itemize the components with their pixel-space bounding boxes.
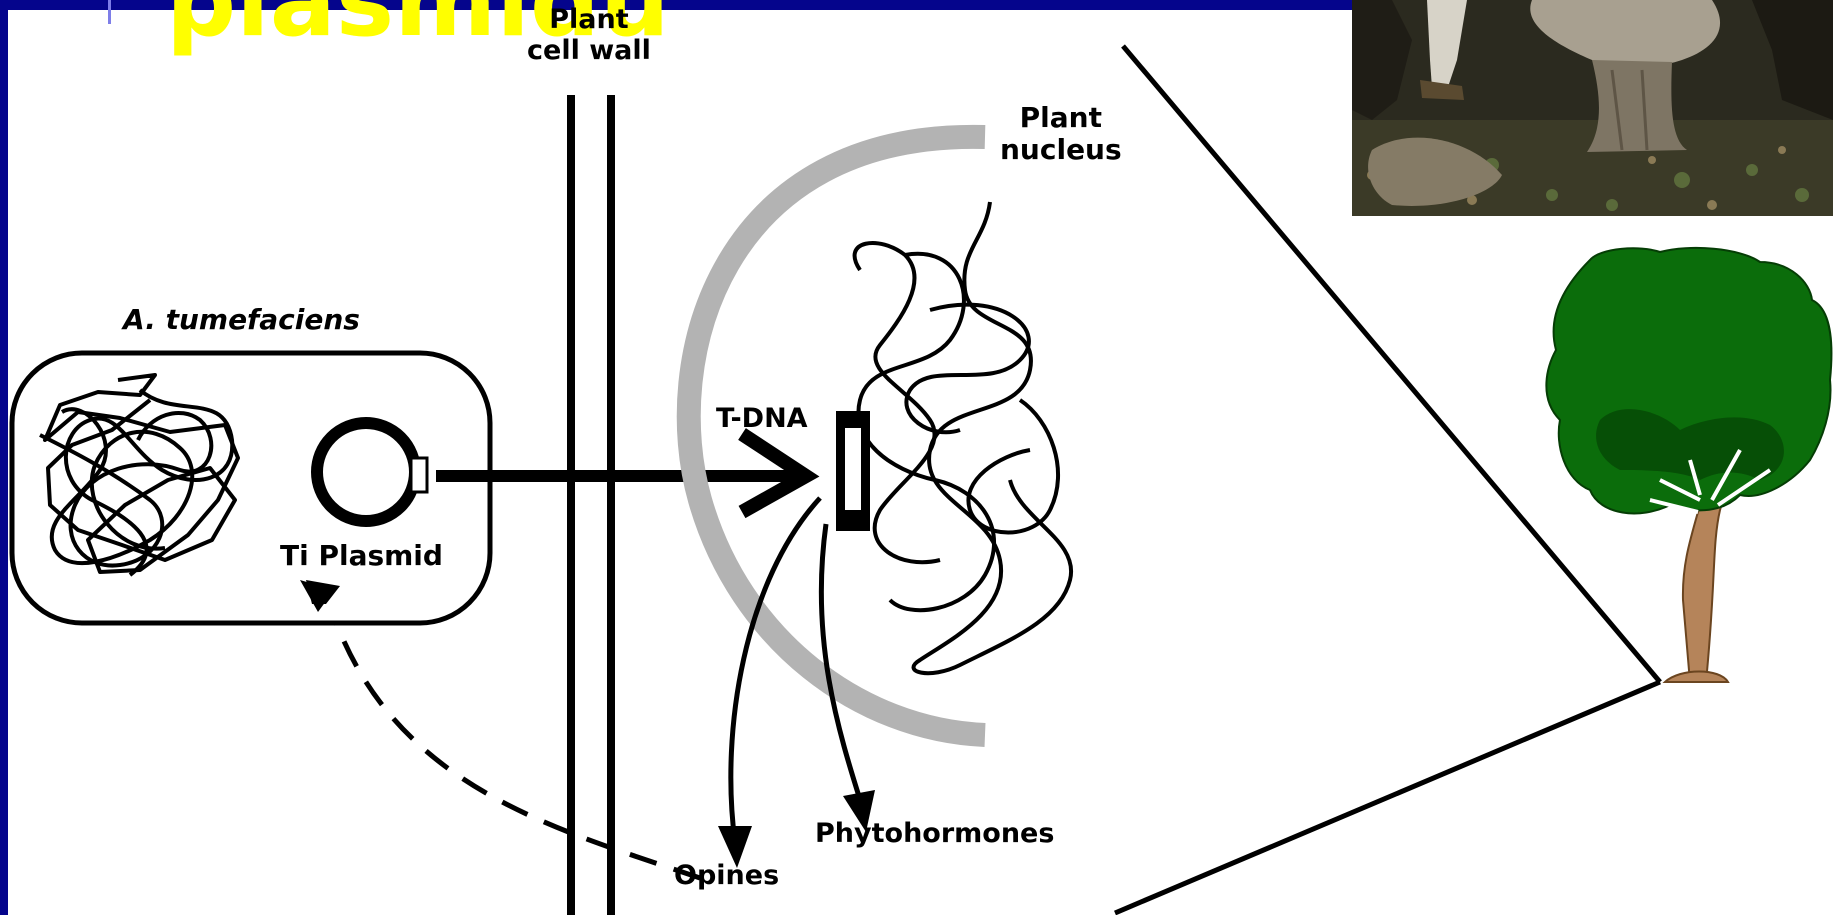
plant-chromosome: [855, 202, 1072, 673]
bacterial-chromosome: [40, 375, 238, 575]
zoom-cone-lower-line: [1115, 682, 1660, 913]
tree-illustration: [1546, 248, 1831, 682]
phytohormones-arrow-path: [821, 524, 862, 806]
crown-gall-photo: [1352, 0, 1833, 216]
tdna-label: T-DNA: [716, 403, 808, 434]
opines-label: Opines: [674, 860, 779, 891]
tdna-segment-on-plasmid: [411, 458, 427, 492]
cell-wall-label: Plant cell wall: [527, 4, 651, 66]
ti-plasmid-label: Ti Plasmid: [280, 540, 443, 572]
crown-gall-photo-drawing: [1352, 0, 1833, 216]
bacterium-label: A. tumefaciens: [123, 304, 360, 336]
tdna-insert-window: [845, 428, 861, 510]
ti-plasmid-ring: [317, 423, 415, 521]
phytohormones-label: Phytohormones: [815, 818, 1054, 849]
opines-return-dashed-arrow: [336, 622, 700, 878]
nucleus-label: Plant nucleus: [1000, 102, 1122, 166]
